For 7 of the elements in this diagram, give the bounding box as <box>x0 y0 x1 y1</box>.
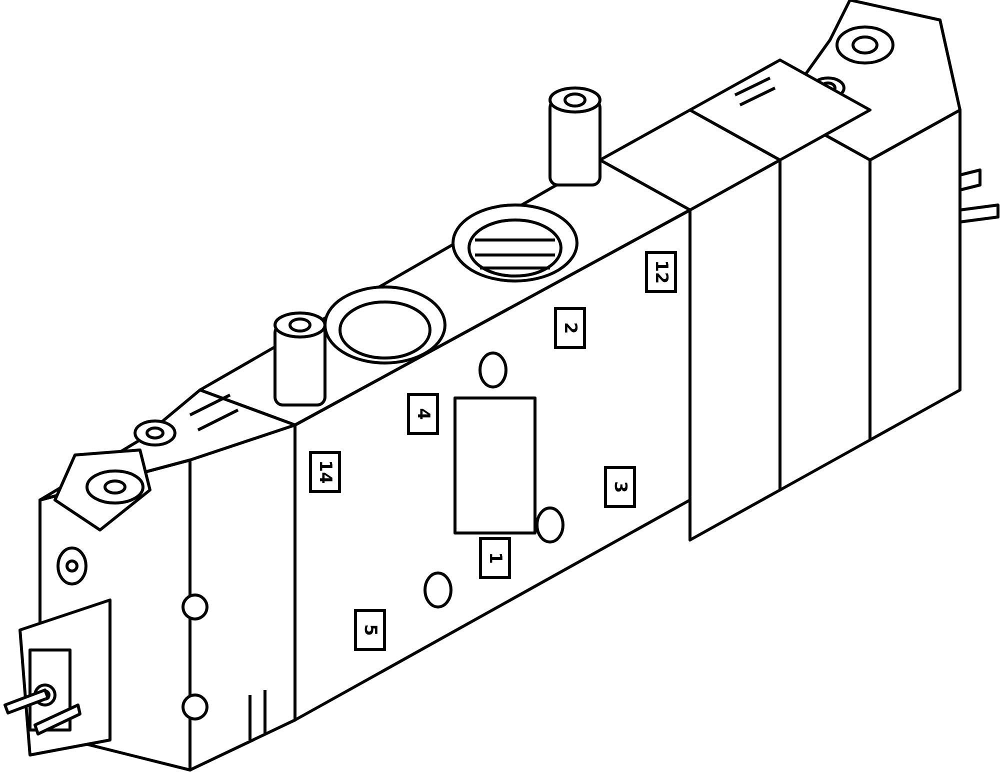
port-number-plate: 12 <box>645 251 677 293</box>
port-number-plate: 2 <box>554 307 586 349</box>
port-number-plate: 5 <box>354 609 386 651</box>
port-number-plate: 1 <box>479 537 511 579</box>
port-number-plate: 3 <box>604 466 636 508</box>
port-number-plate: 4 <box>407 393 439 435</box>
port-number-plate: 14 <box>309 451 341 493</box>
